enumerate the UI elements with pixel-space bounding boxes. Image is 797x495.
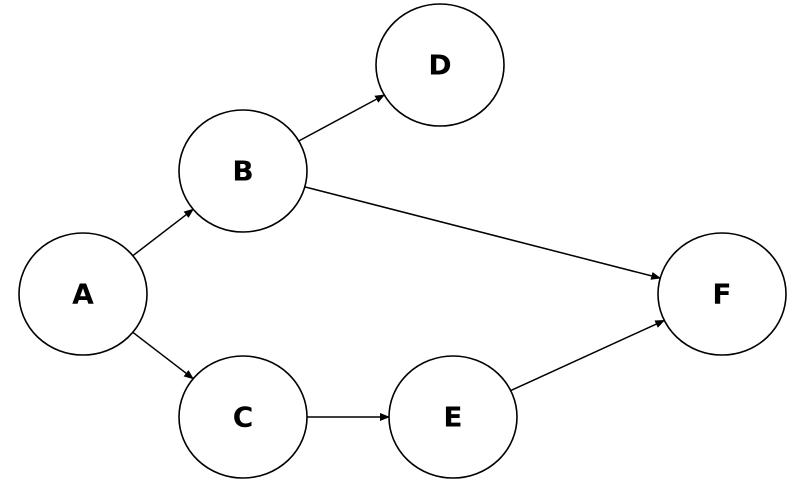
- node-f-circle: [657, 232, 787, 356]
- edges-layer: [132, 94, 666, 421]
- node-c-label: C: [233, 401, 254, 434]
- node-e-circle: [388, 355, 518, 479]
- node-a-circle: [18, 232, 148, 356]
- edge-e-to-f: [510, 319, 666, 392]
- node-d-circle: [375, 3, 505, 127]
- node-f-label: F: [712, 278, 731, 311]
- node-b: B: [178, 109, 308, 233]
- node-a: A: [18, 232, 148, 356]
- edge-a-to-b: [132, 208, 194, 257]
- node-d: D: [375, 3, 505, 127]
- edge-a-to-c: [132, 331, 194, 380]
- edge-b-to-d: [298, 94, 386, 142]
- edge-b-to-f: [304, 186, 662, 280]
- node-c: C: [178, 355, 308, 479]
- nodes-layer: A B C D E F: [18, 3, 787, 479]
- node-c-circle: [178, 355, 308, 479]
- node-a-label: A: [72, 278, 94, 311]
- node-e: E: [388, 355, 518, 479]
- node-b-circle: [178, 109, 308, 233]
- node-b-label: B: [232, 155, 253, 188]
- node-d-label: D: [428, 49, 451, 82]
- node-f: F: [657, 232, 787, 356]
- node-e-label: E: [443, 401, 462, 434]
